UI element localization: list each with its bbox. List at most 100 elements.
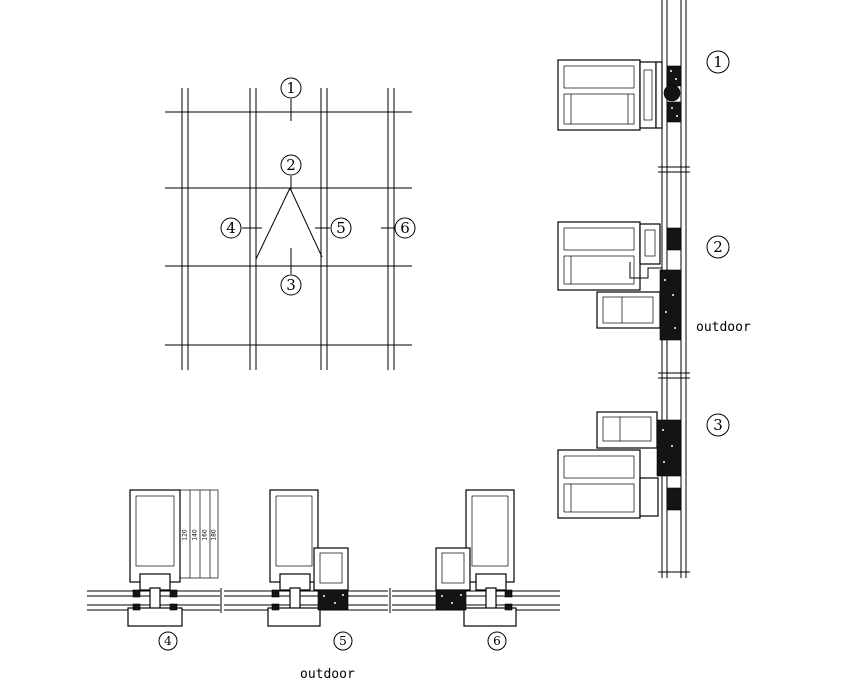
dimension-box (179, 489, 219, 579)
callout-6: 6 (394, 217, 416, 239)
structural-silicone (435, 589, 467, 611)
callout-circle (330, 217, 352, 239)
vent-hook (629, 262, 662, 279)
profile-chamber (441, 552, 465, 584)
glazing-bead (655, 61, 663, 129)
callout-2: 2 (280, 154, 302, 176)
gasket-dot (323, 595, 325, 597)
transom-detail-3 (557, 411, 682, 519)
structural-silicone (659, 269, 682, 341)
connector-piece (643, 69, 653, 121)
gasket-dot (460, 594, 462, 596)
callout-number: 1 (713, 53, 723, 71)
pressure-cap (267, 607, 321, 627)
callout-circle (706, 235, 730, 259)
outdoor-label: outdoor (696, 320, 751, 335)
backer-rod (663, 84, 681, 102)
callout-4: 4 (220, 217, 242, 239)
dimension-text: 160 (202, 529, 209, 541)
profile-chamber (275, 495, 313, 567)
gasket-dot (662, 429, 664, 431)
profile-chamber (563, 93, 635, 125)
gasket-dot (342, 594, 344, 596)
pressure-plate (639, 61, 657, 129)
gasket (169, 589, 178, 598)
callout-number: 3 (713, 416, 723, 434)
gasket-dot (441, 595, 443, 597)
vent-frame-profile (435, 547, 471, 591)
profile-chamber (563, 255, 635, 285)
vertical-section: 1 2 3 outdoor (557, 0, 751, 578)
vent-frame-profile (596, 291, 661, 329)
callout-number: 6 (493, 634, 501, 648)
callout-number: 1 (286, 79, 296, 97)
gasket-dot (676, 115, 678, 117)
pressure-cap (463, 607, 517, 627)
gasket (666, 65, 682, 87)
profile-chamber (563, 455, 635, 479)
gasket (271, 603, 280, 611)
profile-chamber (471, 495, 509, 567)
gasket (132, 603, 141, 611)
gasket-dot (671, 107, 673, 109)
mullion-profile (465, 489, 515, 583)
callout-circle (487, 631, 507, 651)
callout-number: 5 (336, 219, 346, 237)
callout-circle (706, 413, 730, 437)
callout-number: 4 (226, 219, 236, 237)
dimension-text: 180 (211, 529, 218, 541)
gasket (666, 227, 682, 251)
section-callout-4: 4 (158, 631, 178, 651)
callout-3: 3 (280, 274, 302, 296)
transom-detail-1 (557, 59, 682, 131)
callout-number: 5 (339, 634, 347, 648)
gasket (666, 101, 682, 123)
callout-circle (280, 77, 302, 99)
opening-vent-line (289, 187, 323, 258)
mullion-detail-5 (267, 489, 349, 627)
connector-piece (644, 229, 656, 257)
callout-number: 3 (286, 276, 296, 294)
section-callout-5: 5 (333, 631, 353, 651)
structural-silicone (317, 589, 349, 611)
gasket-dot (663, 461, 665, 463)
callout-number: 6 (400, 219, 410, 237)
gasket (169, 603, 178, 611)
section-callout-3: 3 (706, 413, 730, 437)
callout-circle (706, 50, 730, 74)
mullion-profile (269, 489, 319, 583)
callout-circle (280, 154, 302, 176)
mullion-detail-6 (435, 489, 517, 627)
gasket-dot (672, 294, 674, 296)
callout-circle (394, 217, 416, 239)
connector-piece (149, 587, 161, 611)
callout-circle (280, 274, 302, 296)
gasket-dot (665, 311, 667, 313)
callout-circle (333, 631, 353, 651)
profile-chamber (602, 296, 654, 324)
structural-silicone (656, 419, 682, 477)
mullion-detail-4: 120 140 160 180 (127, 489, 219, 627)
connector-piece (485, 587, 497, 611)
gasket-dot (334, 602, 336, 604)
vent-frame-profile (596, 411, 658, 449)
profile-chamber (563, 483, 635, 513)
transom-detail-2 (557, 221, 682, 341)
gasket-dot (671, 445, 673, 447)
vent-frame-profile (313, 547, 349, 591)
connector-piece (289, 587, 301, 611)
outdoor-label: outdoor (300, 667, 355, 682)
gasket-dot (675, 78, 677, 80)
dimension-text: 120 (182, 529, 189, 541)
profile-chamber (563, 227, 635, 251)
horizontal-section: 120 140 160 180 (87, 489, 560, 682)
profile-chamber (135, 495, 175, 567)
callout-5: 5 (330, 217, 352, 239)
callout-number: 2 (286, 156, 296, 174)
profile-chamber (602, 416, 652, 442)
callout-circle (158, 631, 178, 651)
callout-number: 2 (713, 238, 723, 256)
section-callout-1: 1 (706, 50, 730, 74)
pressure-plate (639, 477, 659, 517)
callout-1: 1 (280, 77, 302, 99)
